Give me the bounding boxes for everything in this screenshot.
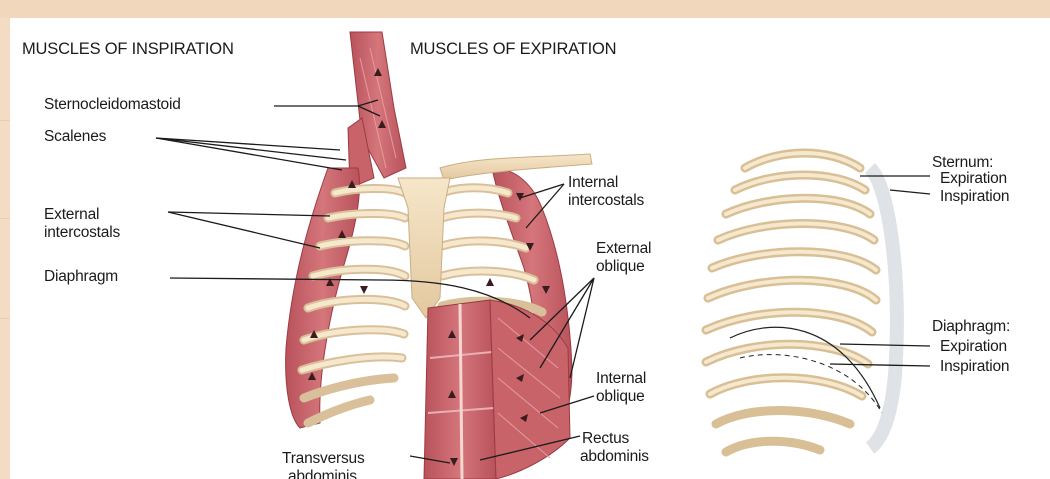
edge-tick bbox=[0, 318, 10, 319]
rectus-abdominis-label-line1: Rectus bbox=[582, 430, 629, 448]
edge-tick bbox=[0, 218, 10, 219]
internal-intercostals-label-line2: intercostals bbox=[568, 192, 644, 210]
diagram-panel: MUSCLES OF INSPIRATION MUSCLES OF EXPIRA… bbox=[10, 18, 1050, 479]
sternum-expiration-label: Expiration bbox=[940, 170, 1007, 188]
external-oblique-label-line1: External bbox=[596, 240, 651, 258]
rectus-abdominis-label-line2: abdominis bbox=[580, 448, 649, 466]
scalenes-label: Scalenes bbox=[44, 128, 106, 146]
transversus-label-line2: abdominis bbox=[288, 468, 357, 479]
expiration-header: MUSCLES OF EXPIRATION bbox=[410, 40, 616, 59]
external-intercostals-label-line2: intercostals bbox=[44, 224, 120, 242]
external-oblique-label-line2: oblique bbox=[596, 258, 645, 276]
diaphragm-label: Diaphragm bbox=[44, 268, 118, 286]
sternum-inspiration-label: Inspiration bbox=[940, 188, 1009, 206]
transversus-label-line1: Transversus bbox=[282, 450, 365, 468]
diaphragm-side-title-label: Diaphragm: bbox=[932, 318, 1010, 336]
internal-intercostals-label-line1: Internal bbox=[568, 174, 618, 192]
side-rib-cage bbox=[706, 153, 897, 452]
diaphragm-inspiration-label: Inspiration bbox=[940, 358, 1009, 376]
top-band bbox=[0, 0, 1050, 18]
edge-tick bbox=[0, 120, 10, 121]
respiratory-muscles-illustration bbox=[10, 18, 1050, 479]
rectus-abdominis-muscle bbox=[424, 300, 496, 479]
sternocleidomastoid-label: Sternocleidomastoid bbox=[44, 96, 181, 114]
internal-oblique-label-line1: Internal bbox=[596, 370, 646, 388]
internal-oblique-label-line2: oblique bbox=[596, 388, 645, 406]
diaphragm-expiration-label: Expiration bbox=[940, 338, 1007, 356]
external-intercostals-label-line1: External bbox=[44, 206, 99, 224]
inspiration-header: MUSCLES OF INSPIRATION bbox=[22, 40, 234, 59]
